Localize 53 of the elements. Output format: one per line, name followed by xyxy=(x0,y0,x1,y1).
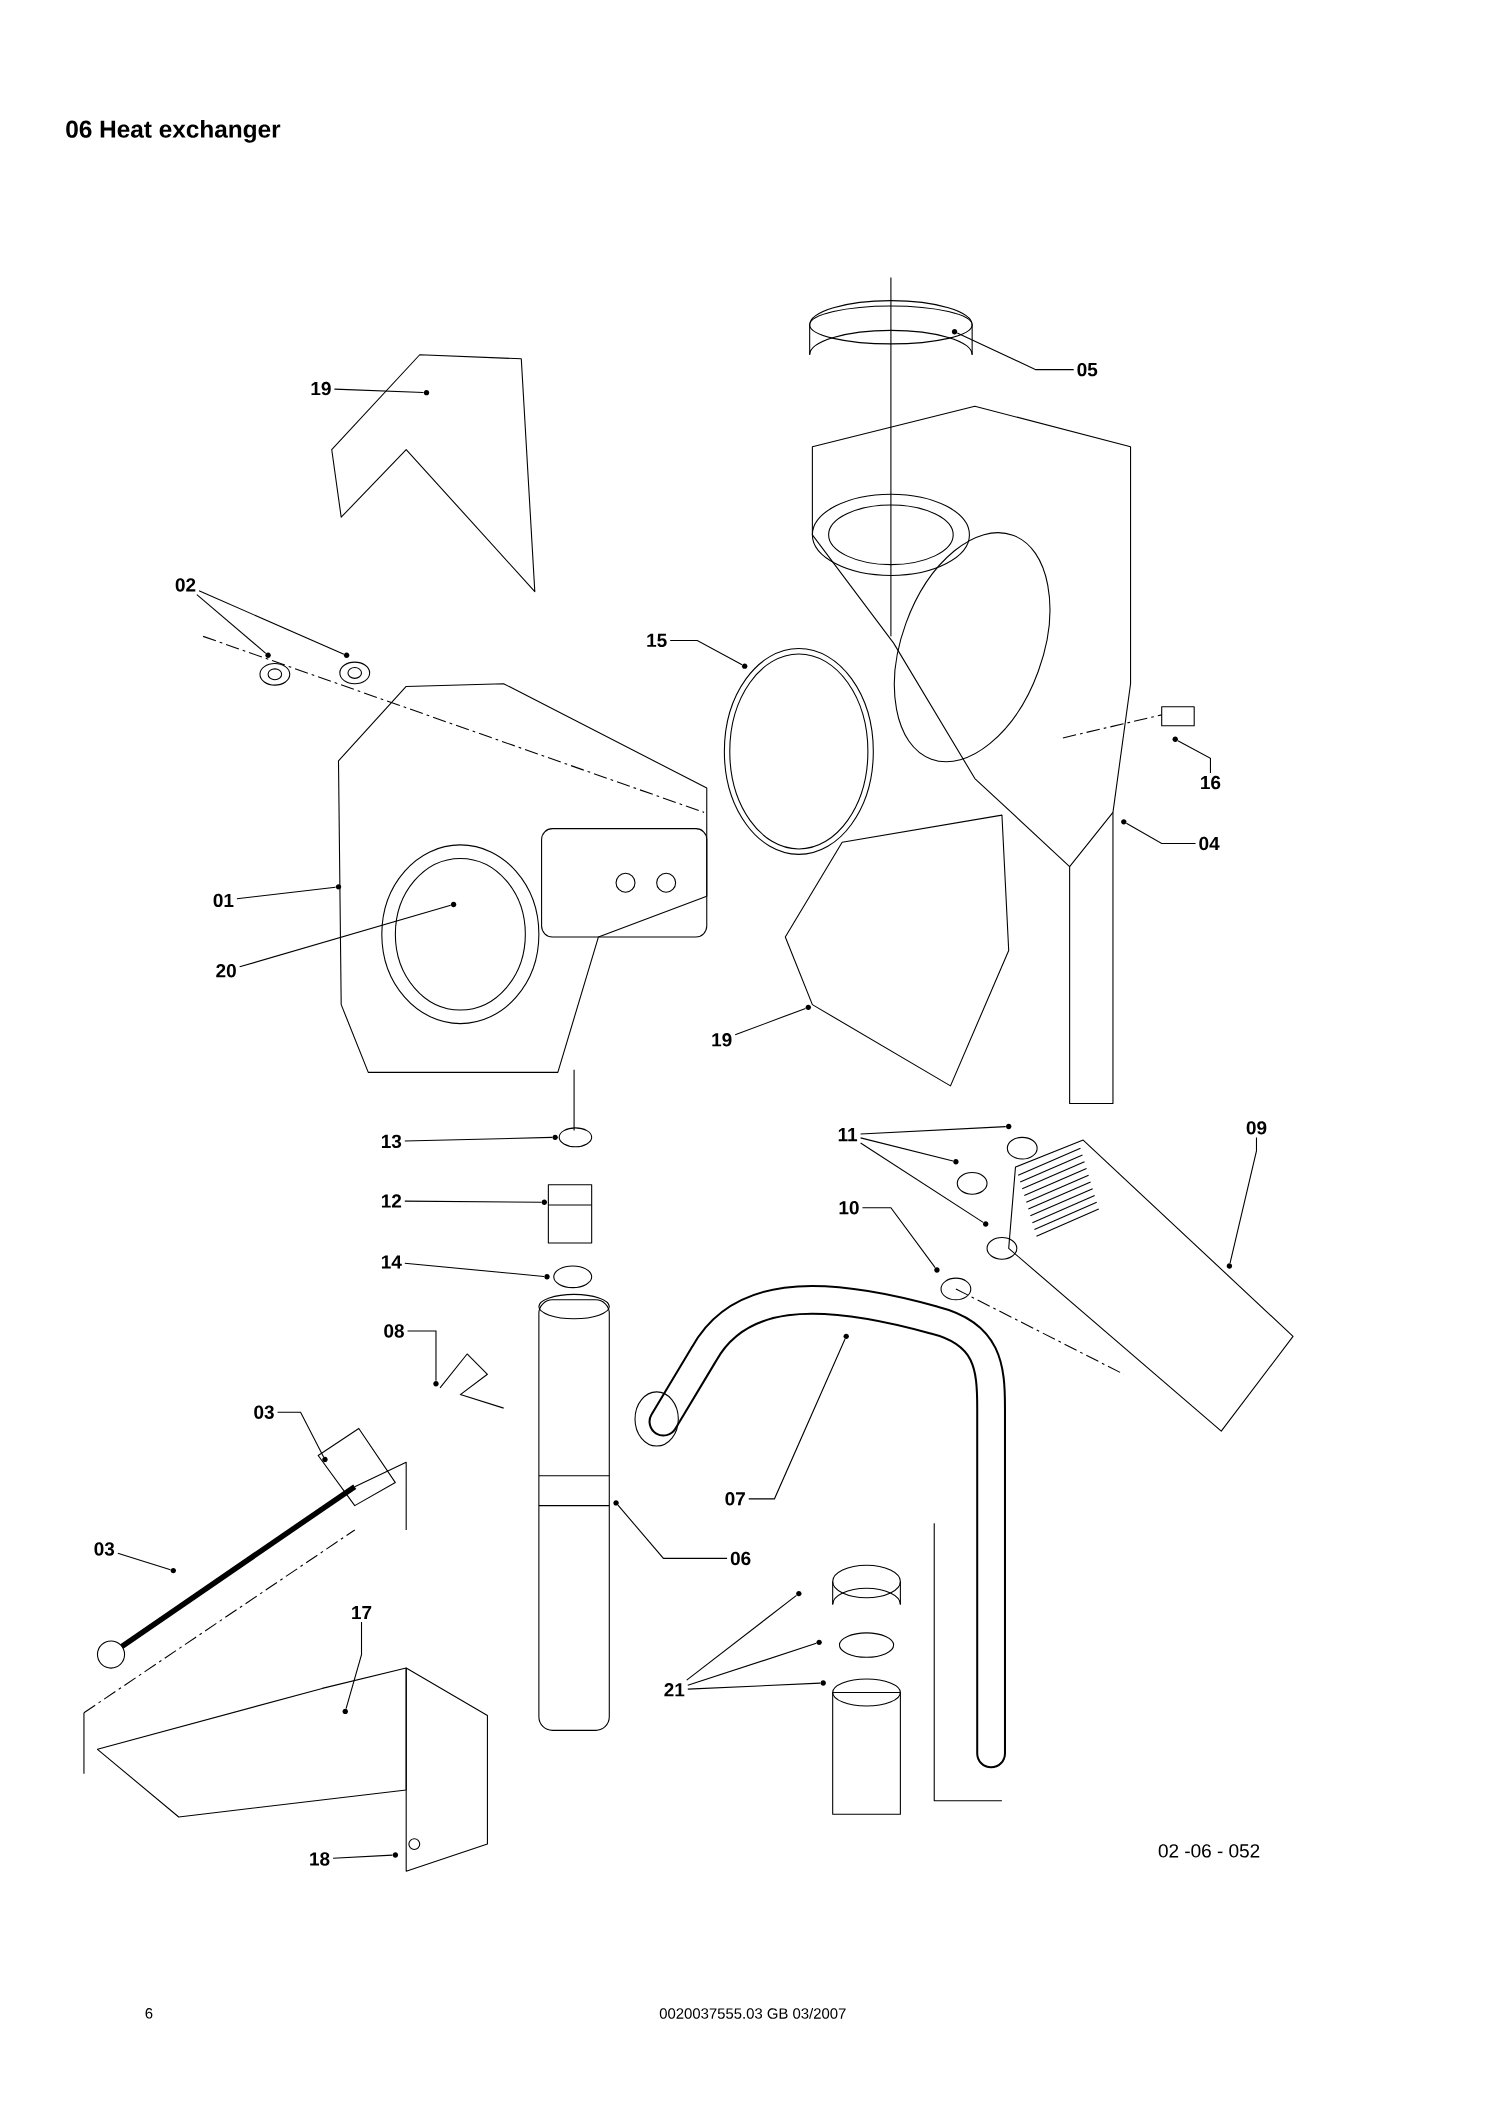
callout-number: 03 xyxy=(254,1405,274,1419)
callout-number: 20 xyxy=(216,964,236,978)
callout-number: 15 xyxy=(647,633,667,648)
callout-number: 13 xyxy=(381,1134,402,1149)
callout-number: 06 xyxy=(730,1551,751,1566)
leader-line xyxy=(687,1682,821,1690)
title: 06 Heat exchanger xyxy=(66,119,281,143)
leader-line xyxy=(404,1262,545,1278)
leader-line xyxy=(617,1504,728,1559)
callout-number: 18 xyxy=(310,1852,330,1866)
callout-number: 19 xyxy=(311,381,331,396)
callout-number: 07 xyxy=(725,1492,745,1506)
leader-line xyxy=(734,1007,806,1036)
callout-number: 02 xyxy=(175,578,196,592)
leader-line xyxy=(1125,822,1197,845)
leader-line xyxy=(117,1552,171,1571)
callout-number: 11 xyxy=(838,1128,857,1142)
callout-number: 03 xyxy=(94,1542,115,1556)
callout-number: 05 xyxy=(1077,362,1098,377)
leader-line xyxy=(859,1126,1007,1135)
leader-line xyxy=(276,1411,325,1458)
leader-line xyxy=(333,388,424,394)
drawing-number: 02 -06 - 052 xyxy=(1158,1844,1260,1858)
leader-line xyxy=(404,1200,542,1203)
callout-number: 14 xyxy=(381,1255,402,1269)
page-number: 6 xyxy=(145,2008,153,2019)
leader-line xyxy=(669,639,743,666)
callout-number: 09 xyxy=(1246,1121,1267,1135)
leader-line xyxy=(861,1207,936,1269)
leader-line xyxy=(406,1330,437,1382)
leader-line xyxy=(239,904,452,968)
leader-line xyxy=(1229,1137,1257,1264)
document-number: 0020037555.03 GB 03/2007 xyxy=(659,2007,846,2019)
leader-line xyxy=(236,886,336,900)
leader-line xyxy=(404,1136,553,1142)
leader-line xyxy=(345,1621,362,1710)
callout-number: 16 xyxy=(1201,775,1221,790)
leader-line xyxy=(859,1137,954,1162)
callout-number: 21 xyxy=(664,1683,685,1697)
leader-line xyxy=(748,1338,846,1500)
leader-line xyxy=(956,332,1075,371)
leader-line xyxy=(198,590,345,655)
leader-line xyxy=(196,594,267,654)
callout-number: 10 xyxy=(839,1201,859,1215)
leader-line xyxy=(686,1594,797,1681)
leader-line xyxy=(1177,740,1211,774)
callout-number: 01 xyxy=(213,893,234,908)
leader-line xyxy=(687,1642,817,1686)
callout-number: 04 xyxy=(1199,836,1220,851)
callout-number: 08 xyxy=(384,1324,404,1338)
callout-number: 19 xyxy=(712,1033,732,1047)
callout-number: 12 xyxy=(381,1194,401,1208)
callout-number: 17 xyxy=(352,1606,372,1620)
